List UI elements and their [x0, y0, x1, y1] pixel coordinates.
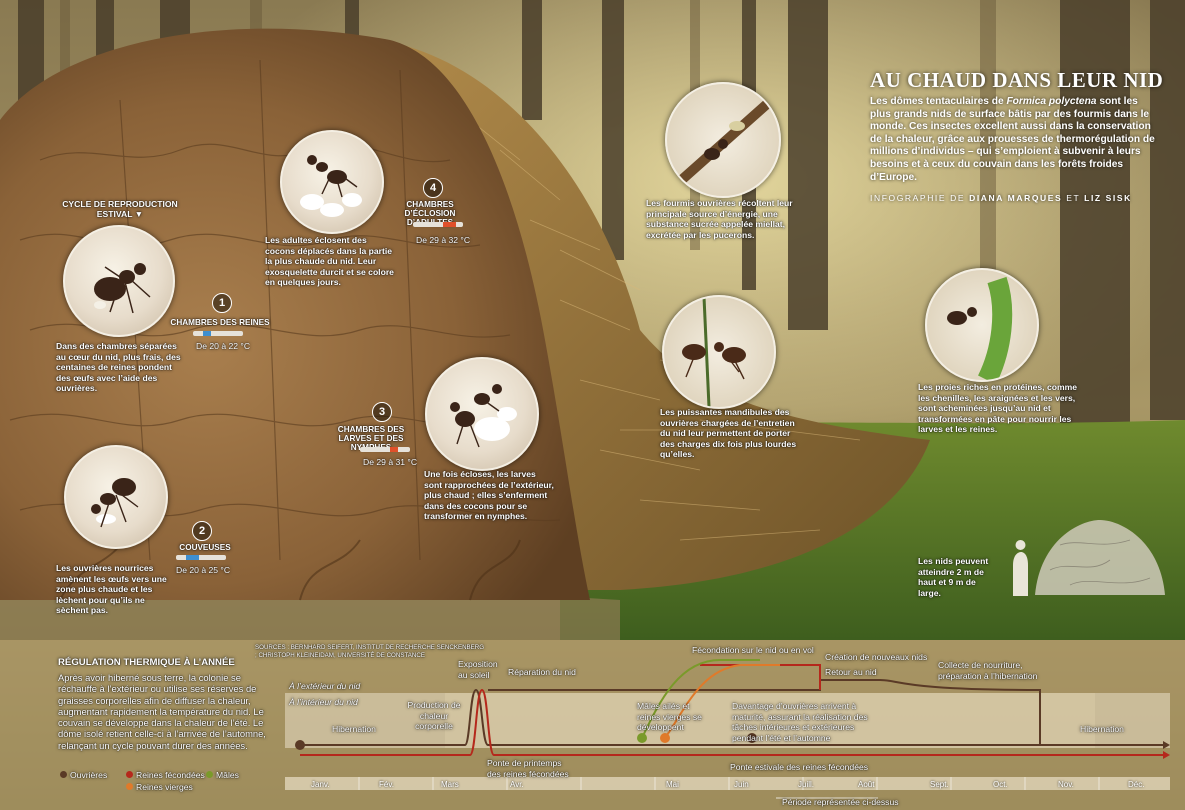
month-oct: Oct.: [993, 780, 1008, 789]
inside-label: À l’intérieur du nid: [289, 697, 358, 707]
aphid-text: Les fourmis ouvrières récoltent leur pri…: [646, 198, 793, 240]
aphid-icon: [673, 100, 771, 188]
month-apr: Avr.: [510, 780, 524, 789]
ant-carrying-icon: [682, 297, 746, 407]
chamber-2-temp-bar: [176, 555, 226, 560]
regulation-text: Après avoir hiberné sous terre, la colon…: [58, 672, 266, 751]
month-jan: Janv.: [311, 780, 330, 789]
chamber-2-temp: De 20 à 25 °C: [176, 565, 231, 575]
event-davantage: Davantage d’ouvrières arrivent à maturit…: [732, 701, 868, 743]
regulation-title: RÉGULATION THERMIQUE À L’ANNÉE: [58, 657, 235, 668]
chamber-number-3: 3: [372, 402, 392, 422]
event-hibernation-2: Hibernation: [1080, 724, 1124, 734]
chamber-4-temp-bar: [413, 222, 463, 227]
event-collecte: Collecte de nourriture, préparation à l’…: [938, 660, 1038, 681]
chamber-number-4: 4: [423, 178, 443, 198]
cycle-label: CYCLE DE REPRODUCTION ESTIVAL ▼: [62, 199, 178, 219]
month-nov: Nov.: [1058, 780, 1074, 789]
legend-males-dot: [206, 771, 213, 778]
event-exposition: Exposition au soleil: [458, 659, 498, 680]
infographic-credit: INFOGRAPHIE DE DIANA MARQUES ET LIZ SISK: [870, 193, 1132, 203]
aphid-illustration: [665, 82, 781, 198]
legend-reines-vierges: Reines vierges: [136, 782, 193, 792]
chamber-1-temp-bar: [193, 331, 243, 336]
month-may: Mai: [666, 780, 679, 789]
chamber-number-2: 2: [192, 521, 212, 541]
larvae-chamber-illustration: [425, 357, 539, 471]
ant-icon: [94, 263, 151, 314]
chamber-2-text: Les ouvrières nourrices amènent les œufs…: [56, 563, 167, 615]
event-creation: Création de nouveaux nids: [825, 652, 928, 662]
hatching-chamber-illustration: [280, 130, 384, 234]
brood-chamber-illustration: [64, 445, 168, 549]
month-dec: Déc.: [1128, 780, 1145, 789]
ant-icon: [450, 384, 517, 448]
event-retour: Retour au nid: [825, 667, 877, 677]
caterpillar-icon: [947, 276, 1013, 380]
legend-reines-vierges-dot: [126, 783, 133, 790]
month-mar: Mars: [441, 780, 459, 789]
chamber-4-text: Les adultes éclosent des cocons déplacés…: [265, 235, 394, 287]
chamber-4-temp: De 29 à 32 °C: [416, 235, 471, 245]
event-reparation: Réparation du nid: [508, 667, 576, 677]
sources: SOURCES : BERNHARD SEIFERT, INSTITUT DE …: [255, 644, 485, 659]
legend-reines-fecondees: Reines fécondées: [136, 770, 205, 780]
event-fecondation: Fécondation sur le nid ou en vol: [692, 645, 814, 655]
legend-ouvrieres: Ouvrières: [70, 770, 108, 780]
nest-size-text: Les nids peuvent atteindre 2 m de haut e…: [918, 556, 989, 598]
month-feb: Fév.: [379, 780, 394, 789]
chamber-number-1: 1: [212, 293, 232, 313]
month-aug: Août: [858, 780, 875, 789]
month-jul: Juill.: [798, 780, 815, 789]
event-ponte-printemps: Ponte de printemps des reines fécondées: [487, 758, 569, 779]
legend-reines-fecondees-dot: [126, 771, 133, 778]
month-sep: Sept.: [930, 780, 949, 789]
chamber-1-name: CHAMBRES DES REINES: [170, 318, 270, 327]
prey-text: Les proies riches en protéines, comme le…: [918, 382, 1078, 434]
month-jun: Juin: [734, 780, 749, 789]
chamber-3-temp: De 29 à 31 °C: [363, 457, 418, 467]
queens-chamber-illustration: [63, 225, 175, 337]
event-hibernation-1: Hibernation: [332, 724, 376, 734]
ant-icon: [91, 478, 139, 528]
mandibles-illustration: [662, 295, 776, 409]
page-title: AU CHAUD DANS LEUR NID: [870, 68, 1164, 92]
mandibles-text: Les puissantes mandibules des ouvrières …: [660, 407, 797, 459]
legend-males: Mâles: [216, 770, 239, 780]
period-label: Période représentée ci-dessus: [782, 797, 899, 807]
prey-illustration: [925, 268, 1039, 382]
outside-label: À l’extérieur du nid: [289, 681, 361, 691]
event-ponte-estivale: Ponte estivale des reines fécondées: [730, 762, 869, 772]
intro-paragraph: Les dômes tentaculaires de Formica polyc…: [870, 96, 1155, 183]
event-production: Production de chaleur corporelle: [407, 700, 461, 731]
ant-icon: [300, 155, 362, 217]
legend-ouvrieres-dot: [60, 771, 67, 778]
chamber-3-text: Une fois écloses, les larves sont rappro…: [424, 469, 554, 521]
chamber-3-temp-bar: [360, 447, 410, 452]
chamber-2-name: COUVEUSES: [179, 543, 231, 552]
chamber-1-temp: De 20 à 22 °C: [196, 341, 251, 351]
event-males: Mâles ailés et reines vierges se dévelop…: [637, 701, 702, 732]
chamber-1-text: Dans des chambres séparées au cœur du ni…: [56, 341, 181, 393]
